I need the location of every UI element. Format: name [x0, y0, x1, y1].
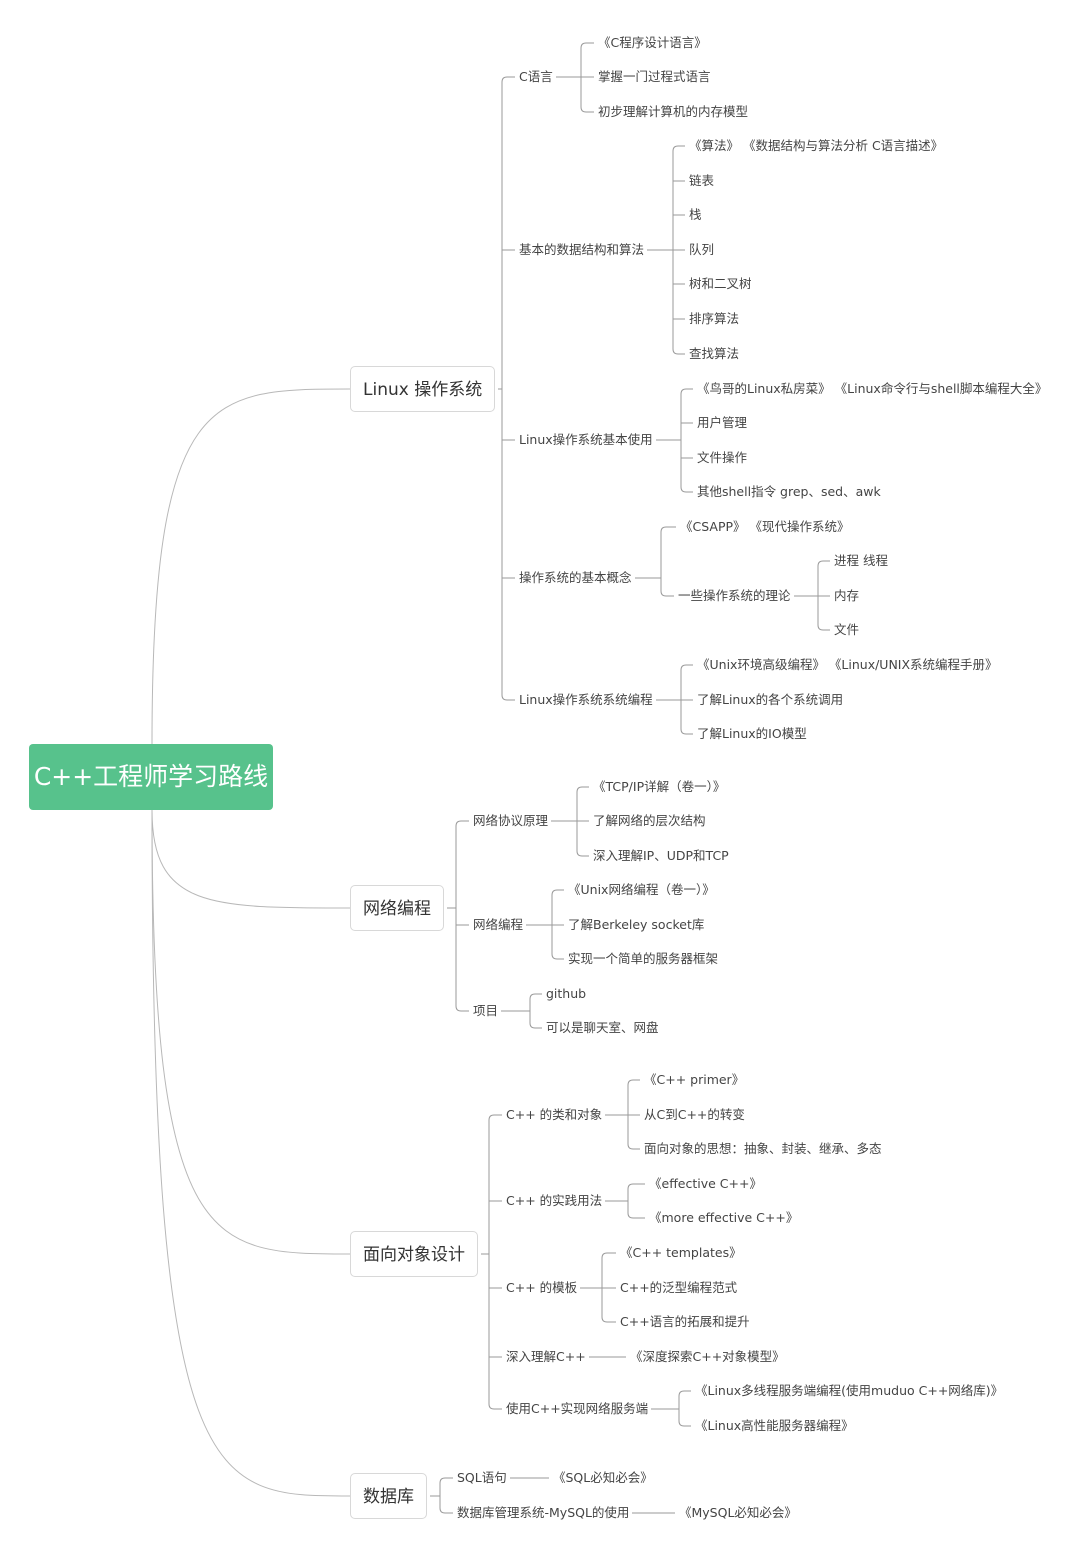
topic-c-language[interactable]: C语言	[519, 69, 553, 84]
connector-network	[447, 820, 469, 1012]
topic-data-structures[interactable]: 基本的数据结构和算法	[519, 242, 645, 257]
topic-sql-statements[interactable]: SQL语句	[457, 1470, 507, 1485]
leaf-chat-netdisk[interactable]: 可以是聊天室、网盘	[546, 1020, 659, 1035]
leaf-c-programming-book[interactable]: 《C程序设计语言》	[598, 35, 707, 50]
connector-classes	[605, 1079, 640, 1150]
leaf-more-effective-cpp[interactable]: 《more effective C++》	[649, 1210, 799, 1225]
root-node[interactable]: C++工程师学习路线	[29, 744, 273, 810]
topic-cpp-practice[interactable]: C++ 的实践用法	[506, 1193, 603, 1208]
leaf-sorting[interactable]: 排序算法	[689, 311, 740, 326]
topic-network-coding[interactable]: 网络编程	[473, 917, 524, 932]
leaf-searching[interactable]: 查找算法	[689, 346, 740, 361]
leaf-ip-udp-tcp[interactable]: 深入理解IP、UDP和TCP	[593, 848, 729, 863]
leaf-cpp-object-model[interactable]: 《深度探索C++对象模型》	[630, 1349, 785, 1364]
connector-practice	[605, 1183, 645, 1219]
leaf-linux-books[interactable]: 《鸟哥的Linux私房菜》 《Linux命令行与shell脚本编程大全》	[697, 381, 1048, 396]
leaf-user-management[interactable]: 用户管理	[697, 415, 748, 430]
leaf-network-layers[interactable]: 了解网络的层次结构	[593, 813, 706, 828]
branch-oop-design[interactable]: 面向对象设计	[350, 1231, 478, 1277]
leaf-generic-programming[interactable]: C++的泛型编程范式	[620, 1280, 738, 1295]
connector-os-concepts	[635, 526, 676, 597]
topic-linux-basic-usage[interactable]: Linux操作系统基本使用	[519, 432, 653, 447]
connector-oop	[481, 1114, 502, 1410]
root-connector-0	[151, 388, 351, 745]
topic-cpp-classes[interactable]: C++ 的类和对象	[506, 1107, 603, 1122]
leaf-server-framework[interactable]: 实现一个简单的服务器框架	[568, 951, 719, 966]
leaf-github[interactable]: github	[546, 986, 587, 1001]
connector-projects	[501, 993, 542, 1029]
connector-network-coding	[526, 889, 564, 960]
leaf-io-model[interactable]: 了解Linux的IO模型	[697, 726, 807, 741]
connector-templates	[580, 1252, 616, 1323]
leaf-c-to-cpp[interactable]: 从C到C++的转变	[644, 1107, 745, 1122]
leaf-queue[interactable]: 队列	[689, 242, 715, 257]
branch-network-programming[interactable]: 网络编程	[350, 885, 444, 931]
topic-os-theory[interactable]: 一些操作系统的理论	[678, 588, 791, 603]
leaf-effective-cpp[interactable]: 《effective C++》	[649, 1176, 762, 1191]
leaf-sql-book[interactable]: 《SQL必知必会》	[553, 1470, 653, 1485]
leaf-memory-model[interactable]: 初步理解计算机的内存模型	[598, 104, 749, 119]
leaf-cpp-templates-book[interactable]: 《C++ templates》	[620, 1245, 742, 1260]
leaf-oop-concepts[interactable]: 面向对象的思想：抽象、封装、继承、多态	[644, 1141, 882, 1156]
leaf-linked-list[interactable]: 链表	[689, 173, 715, 188]
connector-data-structures	[647, 145, 685, 355]
leaf-tcpip-book[interactable]: 《TCP/IP详解（卷一）》	[593, 779, 726, 794]
leaf-system-calls[interactable]: 了解Linux的各个系统调用	[697, 692, 844, 707]
topic-mysql-usage[interactable]: 数据库管理系统-MySQL的使用	[457, 1505, 630, 1520]
leaf-berkeley-socket[interactable]: 了解Berkeley socket库	[568, 917, 705, 932]
leaf-file[interactable]: 文件	[834, 622, 860, 637]
leaf-file-operations[interactable]: 文件操作	[697, 450, 748, 465]
topic-network-protocols[interactable]: 网络协议原理	[473, 813, 549, 828]
leaf-cpp-extensions[interactable]: C++语言的拓展和提升	[620, 1314, 750, 1329]
topic-linux-system-programming[interactable]: Linux操作系统系统编程	[519, 692, 653, 707]
root-connector-1	[151, 809, 351, 909]
leaf-stack[interactable]: 栈	[689, 207, 702, 222]
topic-cpp-network-server[interactable]: 使用C++实现网络服务端	[506, 1401, 649, 1416]
leaf-muduo-book[interactable]: 《Linux多线程服务端编程(使用muduo C++网络库)》	[695, 1383, 1004, 1398]
leaf-algorithm-books[interactable]: 《算法》 《数据结构与算法分析 C语言描述》	[689, 138, 944, 153]
leaf-os-books[interactable]: 《CSAPP》 《现代操作系统》	[680, 519, 850, 534]
topic-cpp-templates[interactable]: C++ 的模板	[506, 1280, 578, 1295]
connector-c-language	[556, 42, 594, 113]
leaf-unix-books[interactable]: 《Unix环境高级编程》 《Linux/UNIX系统编程手册》	[697, 657, 998, 672]
topic-deep-cpp[interactable]: 深入理解C++	[506, 1349, 586, 1364]
leaf-memory[interactable]: 内存	[834, 588, 860, 603]
connector-linux	[498, 76, 515, 701]
connector-system-programming	[656, 664, 693, 735]
connector-os-theory	[794, 560, 830, 631]
topic-os-concepts[interactable]: 操作系统的基本概念	[519, 570, 632, 585]
leaf-mysql-book[interactable]: 《MySQL必知必会》	[679, 1505, 797, 1520]
connector-network-server	[651, 1390, 691, 1427]
leaf-procedural-language[interactable]: 掌握一门过程式语言	[598, 69, 711, 84]
connector-linux-basic	[656, 388, 693, 493]
connector-protocols	[551, 786, 589, 857]
leaf-shell-commands[interactable]: 其他shell指令 grep、sed、awk	[697, 484, 881, 499]
leaf-process-thread[interactable]: 进程 线程	[834, 553, 888, 568]
branch-linux-os[interactable]: Linux 操作系统	[350, 366, 496, 412]
leaf-tree[interactable]: 树和二叉树	[689, 276, 752, 291]
leaf-unix-network-book[interactable]: 《Unix网络编程（卷一）》	[568, 882, 715, 897]
root-connector-3	[151, 809, 351, 1497]
leaf-high-perf-server-book[interactable]: 《Linux高性能服务器编程》	[695, 1418, 854, 1433]
connector-database	[430, 1477, 453, 1514]
branch-database[interactable]: 数据库	[350, 1473, 427, 1519]
root-connector-2	[151, 809, 351, 1255]
topic-projects[interactable]: 项目	[473, 1003, 499, 1018]
leaf-cpp-primer[interactable]: 《C++ primer》	[644, 1072, 745, 1087]
